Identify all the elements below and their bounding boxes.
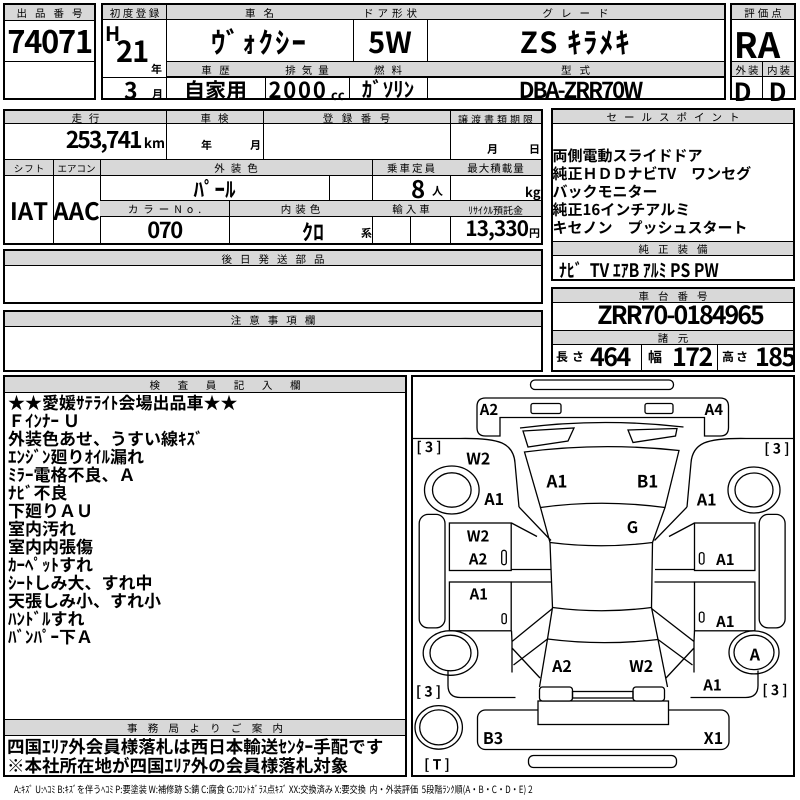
svg-text:A1: A1 bbox=[715, 549, 734, 570]
svg-text:W2: W2 bbox=[629, 653, 653, 677]
svg-text:[ 3 ]: [ 3 ] bbox=[762, 680, 787, 700]
svg-text:A2: A2 bbox=[479, 399, 499, 420]
svg-text:A2: A2 bbox=[551, 653, 572, 677]
svg-text:[ T ]: [ T ] bbox=[424, 755, 450, 775]
svg-text:A1: A1 bbox=[546, 468, 568, 493]
svg-text:W2: W2 bbox=[467, 526, 490, 547]
svg-text:A1: A1 bbox=[469, 584, 488, 605]
svg-text:B3: B3 bbox=[483, 725, 503, 749]
svg-text:A: A bbox=[749, 642, 761, 666]
svg-text:[ 3 ]: [ 3 ] bbox=[764, 439, 789, 459]
svg-text:X1: X1 bbox=[704, 725, 723, 749]
svg-text:A4: A4 bbox=[704, 399, 724, 420]
svg-text:G: G bbox=[627, 514, 638, 538]
svg-text:B1: B1 bbox=[637, 468, 659, 493]
svg-text:A1: A1 bbox=[715, 611, 734, 632]
svg-text:[ 3 ]: [ 3 ] bbox=[416, 437, 441, 457]
svg-text:A1: A1 bbox=[696, 487, 717, 511]
svg-text:A2: A2 bbox=[468, 549, 488, 570]
svg-text:[ 3 ]: [ 3 ] bbox=[416, 682, 441, 702]
svg-text:A1: A1 bbox=[702, 675, 721, 696]
svg-text:W2: W2 bbox=[466, 446, 490, 470]
svg-text:A1: A1 bbox=[483, 486, 504, 510]
